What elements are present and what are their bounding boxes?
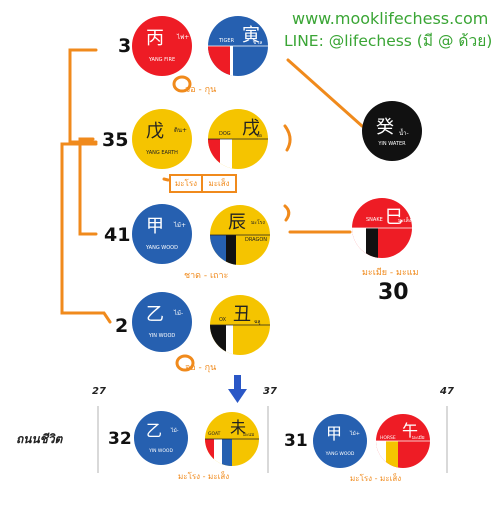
note-pillar-1: จอ - กุน <box>185 85 217 95</box>
branch-name-3: DRAGON <box>245 237 267 243</box>
stem-name-2: YANG EARTH <box>145 150 178 156</box>
box-snake: มะเส็ง <box>201 174 237 193</box>
branch-char-2: 戌 <box>242 118 260 139</box>
side-name-1: YIN WATER <box>377 141 406 147</box>
side-name-2: SNAKE <box>366 217 383 223</box>
luck-branch-char-2: 午 <box>402 421 418 440</box>
branch-circle-dog: 戌 DOG จอ <box>208 109 268 169</box>
stem-circle-yang-wood: 甲 ไม้+ YANG WOOD <box>132 204 192 264</box>
luck-age-3: 47 <box>440 386 454 397</box>
luck-number-2: 31 <box>284 431 308 451</box>
luck-branch-sub-2: มะเมีย <box>412 435 425 441</box>
branch-name-2: DOG <box>219 131 231 137</box>
luck-note-2: มะโรง - มะเส็ง <box>350 474 402 483</box>
branch-sub-1: ขาล <box>253 40 262 46</box>
luck-stem-char-2: 甲 <box>326 424 342 443</box>
note-snake: มะเมีย - มะแม <box>362 268 419 278</box>
stem-char-2: 戊 <box>146 121 164 142</box>
branch-circle-dragon: 辰 มะโรง DRAGON <box>210 205 270 265</box>
luck-stem-name-2: YANG WOOD <box>325 451 355 457</box>
stem-char-4: 乙 <box>146 304 164 325</box>
stem-circle-yang-earth: 戊 ดิน+ YANG EARTH <box>132 109 192 169</box>
luck-number-1: 32 <box>108 429 132 449</box>
luck-stem-name-1: YIN WOOD <box>148 448 173 454</box>
branch-char-3: 辰 <box>228 212 246 233</box>
luck-stem-yin-wood: 乙 ไม้- YIN WOOD <box>134 411 188 465</box>
pillar-number-1: 3 <box>118 35 132 57</box>
stem-sub-2: ดิน+ <box>174 127 187 134</box>
stem-char-1: 丙 <box>146 28 164 49</box>
branch-sub-3: มะโรง <box>251 219 265 226</box>
stem-name-4: YIN WOOD <box>148 333 176 339</box>
tick-dragon <box>283 204 291 222</box>
side-sub-2: มะเส็ง <box>398 216 412 224</box>
luck-age-1: 27 <box>92 386 106 397</box>
side-circle-snake: 巳 SNAKE มะเส็ง <box>352 198 412 258</box>
stem-circle-yin-wood: 乙 ไม้- YIN WOOD <box>132 292 192 352</box>
branch-name-1: TIGER <box>218 38 235 44</box>
luck-stem-yang-wood: 甲 ไม้+ YANG WOOD <box>313 414 367 468</box>
pillar-number-3: 41 <box>104 224 131 246</box>
luck-branch-name-2: HORSE <box>380 435 396 441</box>
stem-name-1: YANG FIRE <box>148 57 175 63</box>
side-circle-yin-water: 癸 น้ำ- YIN WATER <box>362 101 422 161</box>
line-tiger-water <box>286 58 364 128</box>
luck-age-2: 37 <box>263 386 277 397</box>
stem-char-3: 甲 <box>146 216 164 237</box>
branch-sub-4: ฉลู <box>254 319 260 325</box>
pillar-number-2: 35 <box>102 129 129 151</box>
luck-branch-char-1: 未 <box>230 418 246 437</box>
luck-note-1: มะโรง - มะเส็ง <box>178 472 230 481</box>
stem-sub-4: ไม้- <box>173 309 183 317</box>
branch-sub-2: จอ <box>256 133 262 139</box>
branch-circle-ox: 丑 OX ฉลู <box>210 295 270 355</box>
side-char-1: 癸 <box>376 117 394 138</box>
bracket-35-41 <box>78 137 98 236</box>
line-id-text: LINE: @lifechess (มี @ ด้วย) <box>284 32 493 50</box>
connector-lines <box>60 48 364 372</box>
luck-branch-name-1: GOAT <box>208 431 221 437</box>
side-sub-1: น้ำ- <box>399 127 409 137</box>
luck-stem-sub-1: ไม้- <box>170 427 179 434</box>
luck-stem-sub-2: ไม้+ <box>349 430 360 437</box>
ring-note-4 <box>175 354 195 372</box>
luck-branch-horse: 午 HORSE มะเมีย <box>376 414 430 468</box>
tick-dog <box>283 124 292 152</box>
note-pillar-3: ชาด - เถาะ <box>184 271 229 281</box>
pillar-number-4: 2 <box>115 315 129 337</box>
bracket-35-2 <box>60 142 112 324</box>
down-arrow <box>228 375 247 403</box>
snake-number: 30 <box>378 280 409 305</box>
branch-circle-tiger: 寅 TIGER ขาล <box>208 16 268 76</box>
stem-circle-yang-fire: 丙 ไฟ+ YANG FIRE <box>132 16 192 76</box>
branch-char-4: 丑 <box>233 304 251 325</box>
luck-branch-sub-1: มะแม <box>243 433 254 438</box>
website-text[interactable]: www.mooklifechess.com <box>292 9 489 28</box>
note-pillar-4: จอ - กุน <box>185 363 217 373</box>
bracket-3-35 <box>68 48 98 144</box>
luck-branch-goat: 未 GOAT มะแม <box>205 412 259 466</box>
stem-sub-1: ไฟ+ <box>176 33 189 41</box>
side-char-2: 巳 <box>385 207 403 228</box>
branch-char-1: 寅 <box>242 25 260 46</box>
branch-name-4: OX <box>219 317 227 323</box>
stem-sub-3: ไม้+ <box>173 221 186 229</box>
stem-name-3: YANG WOOD <box>145 245 178 251</box>
ring-note-1 <box>172 75 192 93</box>
luck-stem-char-1: 乙 <box>146 421 162 440</box>
luck-row-label: ถนนชีวิต <box>16 432 63 446</box>
